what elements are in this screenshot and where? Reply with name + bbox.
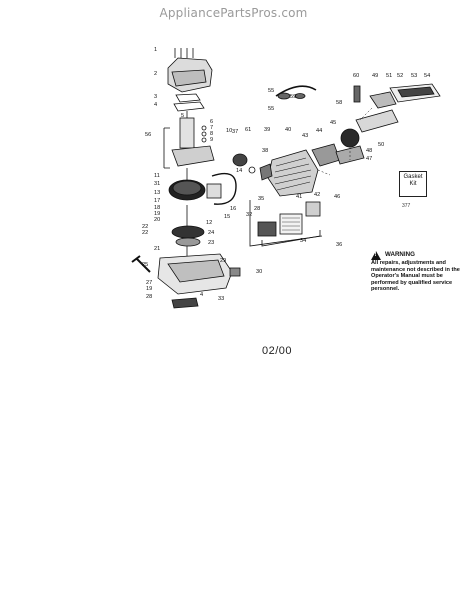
site-watermark: AppliancePartsPros.com [159,6,308,20]
part-label: 56 [145,132,151,138]
part-label: 50 [378,142,384,148]
part-label: 49 [372,73,378,79]
part-label: 36 [336,242,342,248]
part-label: 15 [224,214,230,220]
part-label: 54 [424,73,430,79]
part-label: 7 [210,125,213,131]
part-label: 32 [246,212,252,218]
part-label: 10 [226,128,232,134]
part-label: 31 [154,181,160,187]
part-label: 55 [268,106,274,112]
part-label: 14 [236,168,242,174]
part-label: 37 [232,129,238,135]
part-label: 28 [254,206,260,212]
date-code: 02/00 [262,345,293,357]
part-label: 23 [208,240,214,246]
part-label: 6 [210,119,213,125]
part-label: 24 [208,230,214,236]
part-label: 19 [154,211,160,217]
part-label: 4 [200,292,203,298]
part-label: 33 [218,296,224,302]
warning-title: WARNING [385,251,415,259]
warning-notice: ! WARNING All repairs, adjustments and m… [371,251,467,293]
gasket-kit-line2: Kit [409,181,417,187]
part-label: 18 [154,205,160,211]
part-label: 47 [366,156,372,162]
part-number-labels: 1 2 3 4 5 56 6 7 8 9 10 11 31 13 17 18 1… [142,47,430,302]
warning-text: All repairs, adjustments and maintenance… [371,260,460,293]
part-label: 35 [258,196,264,202]
part-label: 22 [142,224,148,230]
part-label: 45 [330,120,336,126]
part-label: 25 [142,262,148,268]
part-label: 27 [146,280,152,286]
part-label: 59 [290,94,296,100]
part-label: 30 [256,269,262,275]
part-label: 42 [314,192,320,198]
part-label: 19 [146,286,152,292]
gasket-kit-number: 377 [402,203,411,209]
part-label: 22 [142,230,148,236]
part-label: 20 [154,217,160,223]
part-label: 3 [154,94,157,100]
part-label: 17 [154,198,160,204]
part-label: 58 [336,100,342,106]
part-label: 9 [210,137,213,143]
part-label: 11 [154,173,160,179]
part-label: 60 [353,73,359,79]
part-label: 38 [262,148,268,154]
part-label: 40 [285,127,291,133]
warning-triangle-icon: ! [371,251,381,260]
part-label: 16 [230,206,236,212]
part-label: 8 [210,131,213,137]
part-label: 12 [206,220,212,226]
part-label: 43 [302,133,308,139]
part-label: 13 [154,190,160,196]
part-label: 39 [264,127,270,133]
part-label: 41 [296,194,302,200]
part-label: 46 [334,194,340,200]
part-label: 5 [181,113,184,119]
part-label: 1 [154,47,157,53]
part-label: 4 [154,102,157,108]
part-label: 52 [397,73,403,79]
gasket-kit-box: Gasket Kit [399,171,427,197]
part-label: 2 [154,71,157,77]
part-label: 28 [146,294,152,300]
part-label: 21 [154,246,160,252]
part-label: 53 [411,73,417,79]
part-label: 44 [316,128,322,134]
part-label: 51 [386,73,392,79]
part-label: 61 [245,127,251,133]
gasket-kit-line1: Gasket [403,174,423,180]
part-label: 29 [220,258,226,264]
part-label: 55 [268,88,274,94]
part-label: 48 [366,148,372,154]
part-label: 34 [300,238,306,244]
